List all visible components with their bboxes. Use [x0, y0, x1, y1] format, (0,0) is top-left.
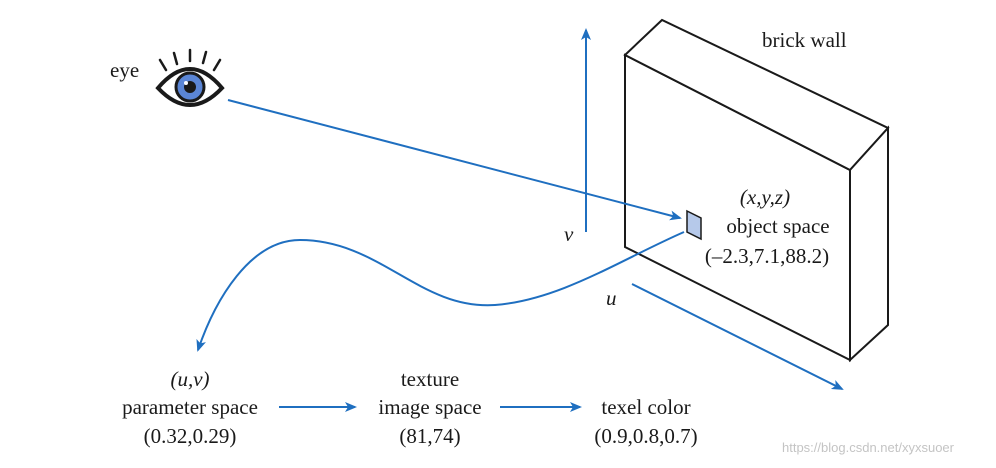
eye-label: eye	[110, 58, 140, 82]
object-to-parameter-curve	[196, 231, 685, 352]
texel-color-label: texel color	[601, 395, 691, 419]
eye-to-object-arrow	[227, 99, 682, 221]
eye-icon	[155, 48, 225, 107]
brick-wall-label: brick wall	[762, 28, 847, 52]
object-coords-label: (–2.3,7.1,88.2)	[704, 244, 830, 268]
v-axis-label: v	[564, 222, 574, 246]
u-axis-arrow	[631, 283, 844, 390]
wall-side-face	[849, 125, 889, 363]
object-patch	[686, 209, 702, 241]
parameter-space-label: parameter space	[122, 395, 258, 419]
parameter-uv-label: (u,v)	[170, 367, 210, 391]
object-xyz-label: (x,y,z)	[739, 185, 791, 209]
image-coords-label: (81,74)	[399, 424, 461, 448]
u-axis-label: u	[606, 286, 617, 310]
image-space-label: image space	[378, 395, 482, 419]
object-space-label: object space	[726, 214, 830, 238]
brick-wall-box	[623, 18, 890, 363]
watermark: https://blog.csdn.net/xyxsuoer	[782, 440, 954, 455]
parameter-coords-label: (0.32,0.29)	[143, 424, 237, 448]
texture-label: texture	[400, 367, 460, 391]
texel-coords-label: (0.9,0.8,0.7)	[594, 424, 698, 448]
